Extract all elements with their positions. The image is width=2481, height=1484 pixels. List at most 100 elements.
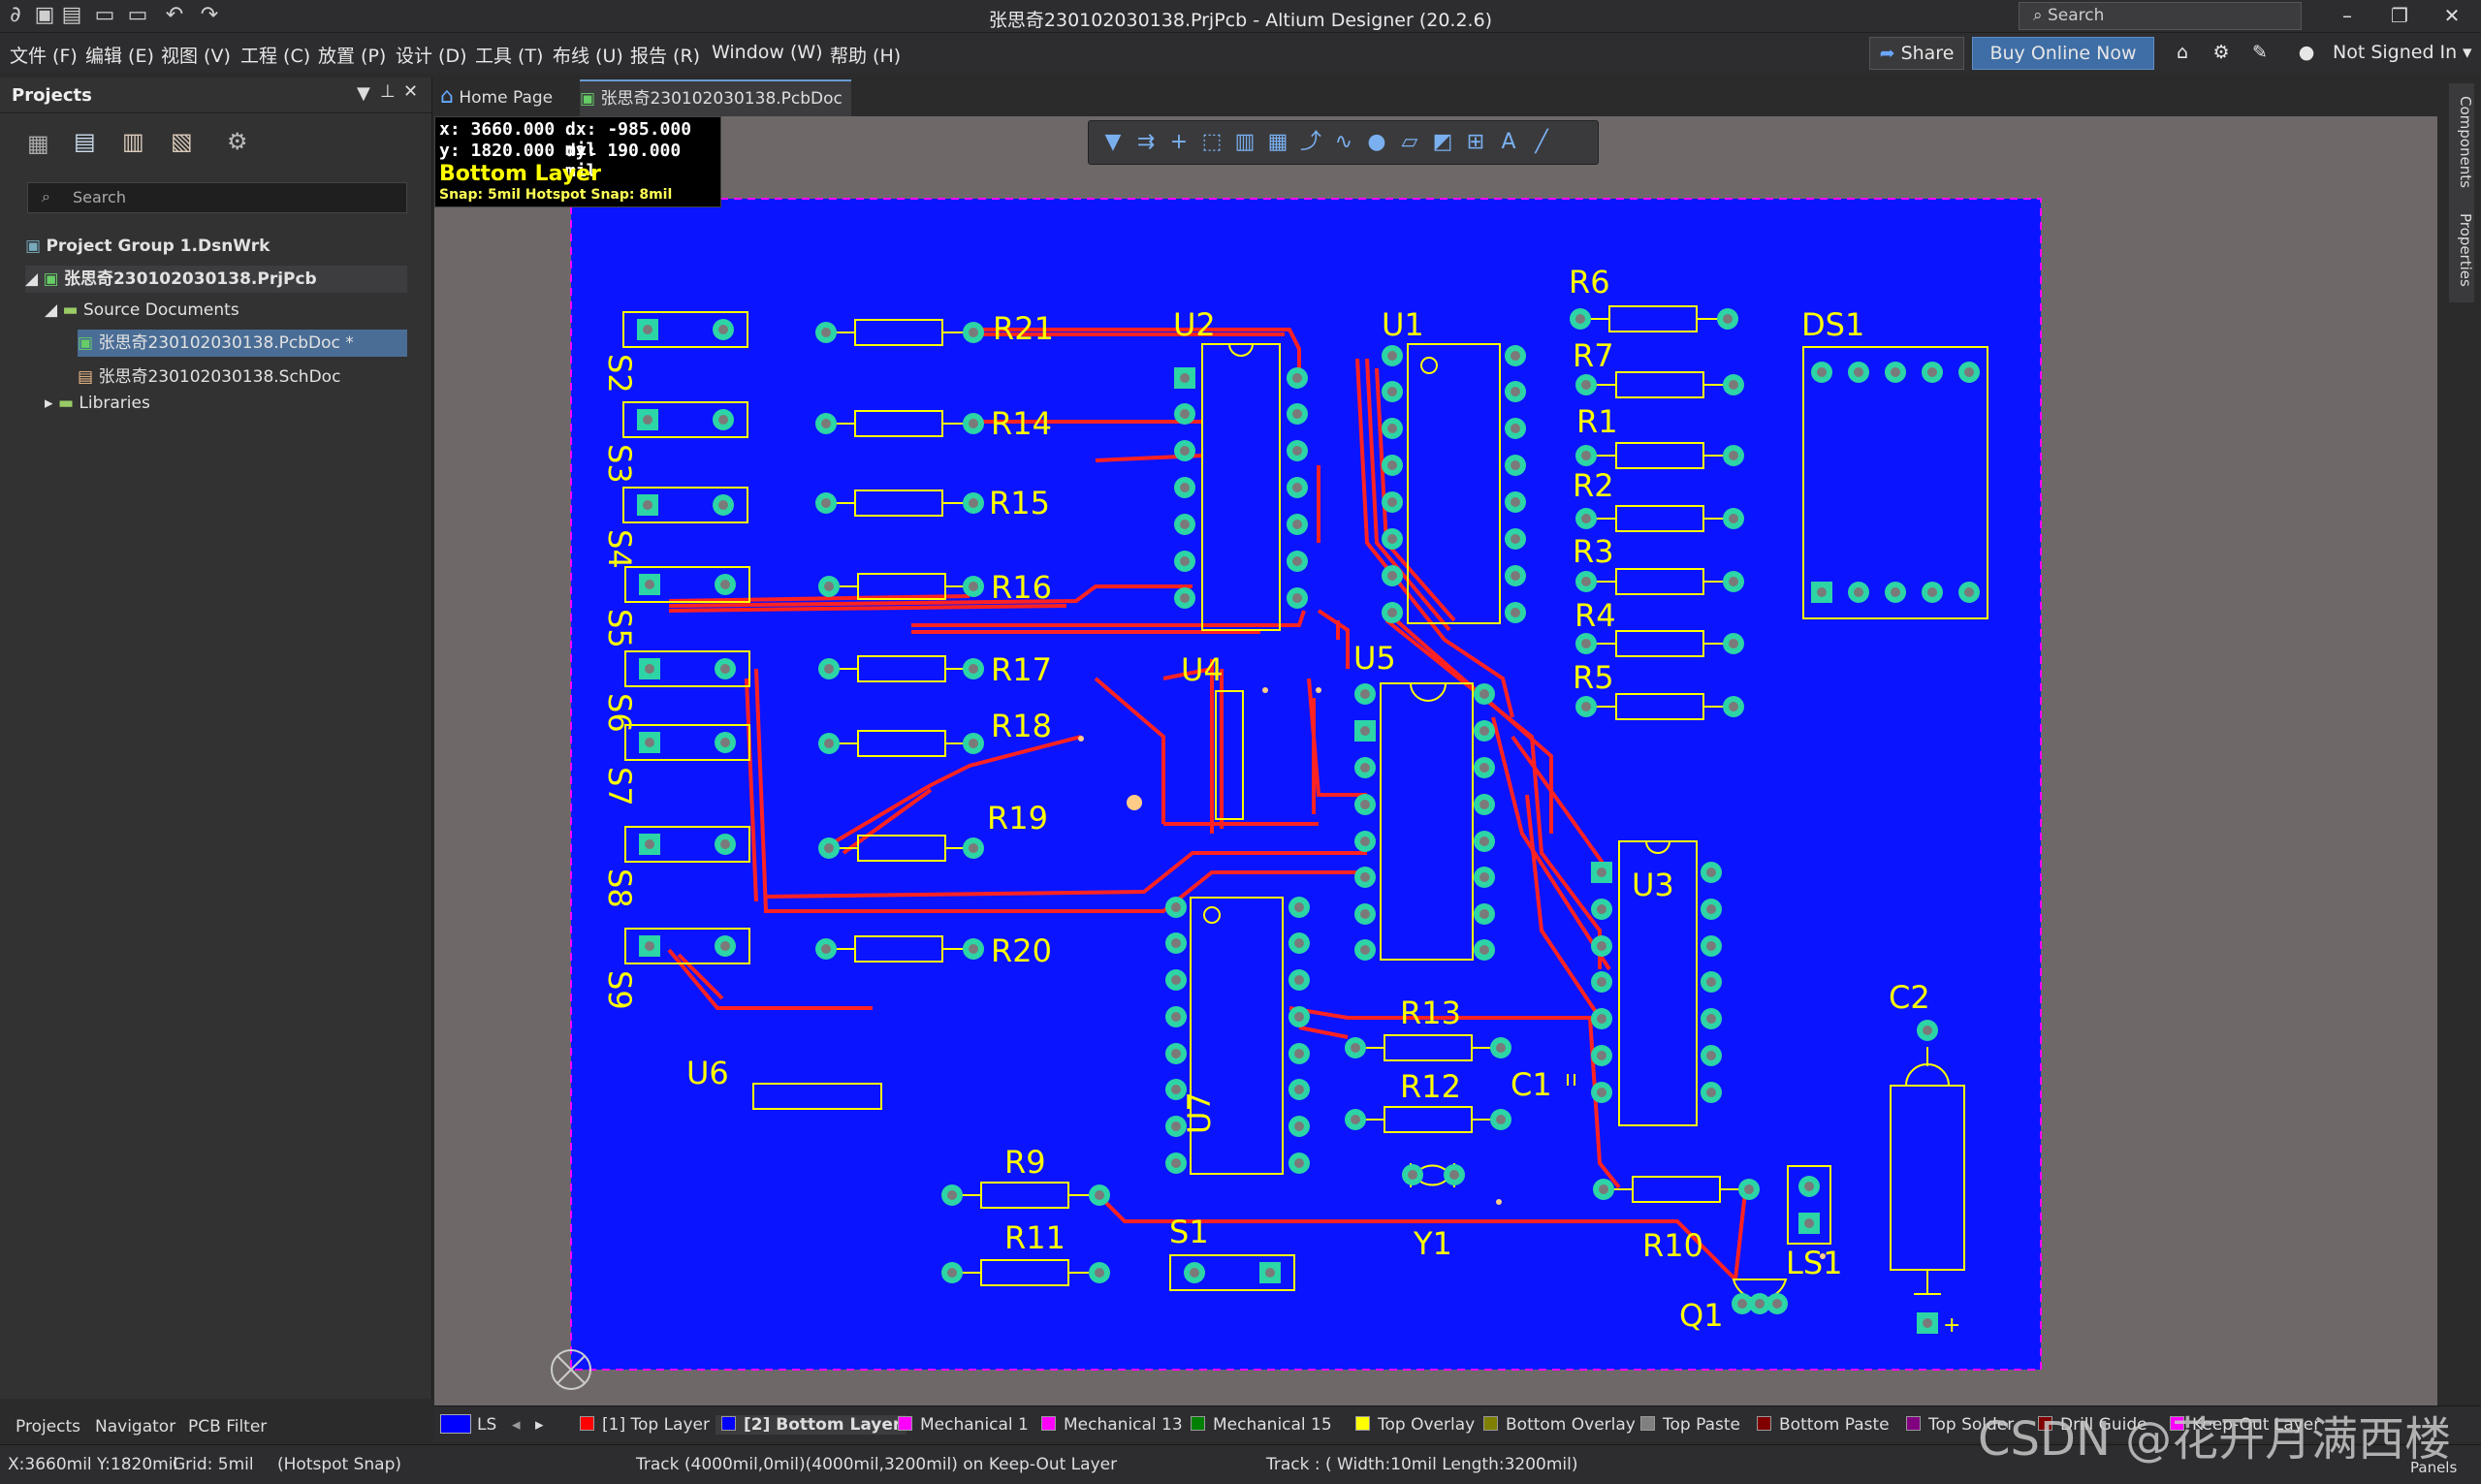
keepout-icon[interactable]: ◩ [1432,130,1453,154]
via-icon[interactable]: ● [1367,130,1386,154]
layer-tab[interactable]: Bottom Paste [1757,1415,1890,1435]
restore-button[interactable]: ❐ [2391,4,2408,27]
minimize-button[interactable]: – [2342,4,2352,27]
undo-icon[interactable]: ↶ [165,3,184,27]
select-area-icon[interactable]: ⬚ [1201,130,1223,154]
tree-item-pcbdoc[interactable]: ▣ 张思奇230102030138.PcbDoc * [78,330,407,357]
menu-help[interactable]: 帮助 (H) [830,46,902,67]
tab-pcbdoc[interactable]: ▣ 张思奇230102030138.PcbDoc * [580,79,851,143]
layer-tab[interactable]: Drill Guide [2038,1415,2147,1435]
panels-button[interactable]: Panels [2410,1459,2458,1476]
layer-tab[interactable]: Top Paste [1640,1415,1740,1435]
watermark: CSDN @花开月满西楼 [1978,1412,2452,1467]
menu-file[interactable]: 文件 (F) [10,46,78,67]
buy-online-button[interactable]: Buy Online Now [1972,37,2154,70]
layer-tab[interactable]: Mechanical 15 [1191,1415,1332,1435]
save-all-icon[interactable]: ▤ [61,3,82,27]
user-avatar-icon[interactable]: ● [2298,42,2315,63]
dimension-icon[interactable]: ⊞ [1466,130,1485,154]
crosshair-icon[interactable]: + [1169,130,1189,154]
layer-tab[interactable]: Mechanical 1 [898,1415,1029,1435]
tree-item-workspace[interactable]: ▣ Project Group 1.DsnWrk [25,237,270,256]
layer-scroll-left-icon[interactable]: ◂ [512,1415,521,1435]
pcb-drawing[interactable]: S2 S3 S4 S5 S6 S7 S8 S9 R21 R14 R15 R16 … [434,116,2437,1405]
layer-scroll-right-icon[interactable]: ▸ [535,1415,544,1435]
tab-pcb-filter[interactable]: PCB Filter [188,1417,268,1437]
divider [0,112,431,113]
tab-projects[interactable]: Projects [16,1417,81,1437]
tree-item-libraries[interactable]: ▸ ▬ Libraries [45,394,150,413]
panel-close-icon[interactable]: ✕ [403,81,419,102]
layer-label: Keep-Out Layer [2192,1415,2321,1435]
save-icon[interactable]: ▣ [34,3,55,27]
user-menu-chevron-icon[interactable]: ▾ [2463,42,2472,63]
global-search-input[interactable]: ⌕ Search [2019,2,2302,30]
notifications-off-icon[interactable]: ✎ [2252,42,2268,63]
layer-tab[interactable]: Top Overlay [1355,1415,1475,1435]
tab-components[interactable]: Components [2449,83,2474,200]
layer-set-button[interactable]: LS [477,1415,497,1435]
layer-tab[interactable]: Top Solder [1906,1415,2014,1435]
line-icon[interactable]: ╱ [1535,130,1548,154]
redo-icon[interactable]: ↷ [200,3,219,27]
layer-label: Mechanical 1 [920,1415,1029,1435]
tab-navigator[interactable]: Navigator [95,1417,176,1437]
layer-tab[interactable]: [1] Top Layer [580,1415,710,1435]
diff-pair-icon[interactable]: ∿ [1334,130,1353,154]
text-icon[interactable]: A [1501,130,1516,154]
menu-place[interactable]: 放置 (P) [318,46,387,67]
designator-C1: C1 [1511,1066,1552,1103]
menu-reports[interactable]: 报告 (R) [630,46,701,67]
tab-home-page[interactable]: ⌂ Home Page [440,79,576,114]
pin-icon[interactable]: ⊥ [380,81,396,102]
pcb-canvas[interactable]: S2 S3 S4 S5 S6 S7 S8 S9 R21 R14 R15 R16 … [434,116,2437,1405]
projects-panel: Projects ▼ ⊥ ✕ ▦ ▤ ▥ ▧ ⚙ ⌕ Search ▣ Proj… [0,78,432,1399]
user-sign-in-status[interactable]: Not Signed In [2333,42,2458,63]
menu-route[interactable]: 布线 (U) [553,46,623,67]
layer-label: Bottom Paste [1779,1415,1890,1435]
interactive-route-icon[interactable]: ⤴ [1299,130,1321,154]
buy-label: Buy Online Now [1989,43,2137,64]
share-button[interactable]: ➦ Share [1869,37,1964,70]
tree-item-project[interactable]: ◢ ▣ 张思奇230102030138.PrjPcb [25,266,407,293]
designator-U1: U1 [1382,306,1424,343]
tab-properties[interactable]: Properties [2449,198,2474,302]
layer-tab[interactable]: [2] Bottom Layer [716,1415,907,1435]
menu-view[interactable]: 视图 (V) [161,46,231,67]
layer-tab[interactable]: Mechanical 13 [1041,1415,1183,1435]
open-project-doc-icon[interactable]: ▥ [122,128,144,155]
collapse-chevron-icon: ▸ [45,394,58,413]
layer-label: [1] Top Layer [602,1415,710,1435]
open-folder-icon[interactable]: ▭ [94,3,115,27]
open-project-icon[interactable]: ▭ [127,3,148,27]
panel-settings-gear-icon[interactable]: ⚙ [227,128,248,155]
layer-tab[interactable]: Bottom Overlay [1483,1415,1636,1435]
component-icon[interactable]: ▦ [1267,130,1288,154]
designator-R7: R7 [1573,337,1614,374]
app-logo-icon[interactable]: ∂ [10,3,21,27]
align-icon[interactable]: ▥ [1234,130,1256,154]
current-layer-swatch[interactable] [440,1414,471,1434]
route-icon[interactable]: ⇉ [1136,130,1156,154]
polygon-icon[interactable]: ▱ [1401,130,1418,154]
project-options-icon[interactable]: ▧ [171,128,193,155]
home-icon[interactable]: ⌂ [2176,42,2189,63]
settings-gear-icon[interactable]: ⚙ [2212,42,2230,63]
tree-item-source-documents[interactable]: ◢ ▬ Source Documents [45,300,239,320]
menu-tools[interactable]: 工具 (T) [475,46,544,67]
menu-project[interactable]: 工程 (C) [240,46,311,67]
project-search-input[interactable]: ⌕ Search [27,182,407,213]
status-track-info: Track : ( Width:10mil Length:3200mil) [1266,1455,1578,1474]
menu-edit[interactable]: 编辑 (E) [85,46,154,67]
designator-U7: U7 [1181,1091,1218,1134]
tree-item-schdoc[interactable]: ▤ 张思奇230102030138.SchDoc [78,363,340,387]
panel-menu-icon[interactable]: ▼ [357,83,370,104]
hud-x: x: 3660.000 [439,119,556,140]
close-window-button[interactable]: ✕ [2443,4,2461,27]
compile-icon[interactable]: ▤ [74,128,96,155]
save-project-icon[interactable]: ▦ [27,130,49,157]
menu-window[interactable]: Window (W) [712,42,823,63]
menu-design[interactable]: 设计 (D) [396,46,467,67]
filter-icon[interactable]: ▼ [1104,130,1122,154]
layer-tab[interactable]: Keep-Out Layer [2170,1415,2320,1435]
